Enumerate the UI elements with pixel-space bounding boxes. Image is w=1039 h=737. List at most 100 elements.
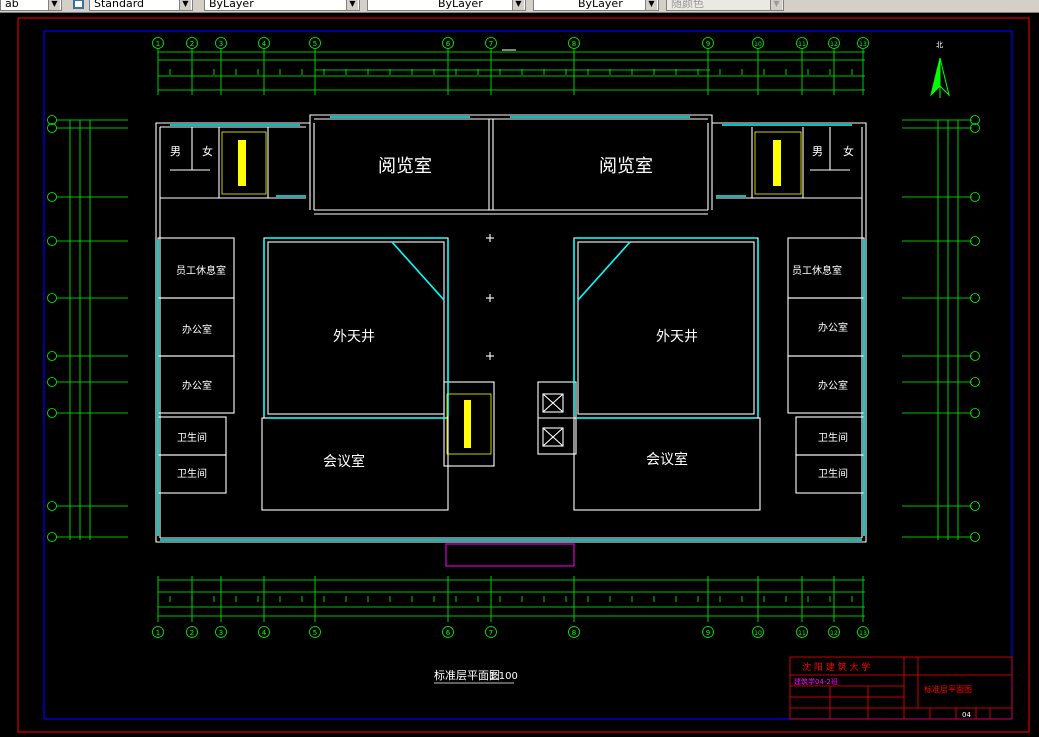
bottom-axis-label: 7 xyxy=(489,629,493,637)
top-axis-label: 4 xyxy=(262,40,267,48)
lineweight-combo[interactable]: ByLayer ▼ xyxy=(533,0,659,11)
top-axis-label: 6 xyxy=(446,40,451,48)
bottom-axis-bubble xyxy=(258,626,270,638)
properties-toolbar: ab ▼ Standard ▼ ByLayer ▼ ByLayer ▼ ByLa… xyxy=(0,0,1039,13)
top-axis-bubble xyxy=(857,37,869,49)
top-axis-bubble xyxy=(752,37,764,49)
axis-markers-left xyxy=(47,115,57,542)
text-style-combo[interactable]: ab ▼ xyxy=(0,0,62,11)
room-male-right: 男 xyxy=(812,145,823,158)
dim-style-value: Standard xyxy=(94,0,145,10)
top-axis-label: 13 xyxy=(859,41,867,48)
bottom-axis-bubble xyxy=(828,626,840,638)
top-axis-bubble xyxy=(186,37,198,49)
top-axis-bubble xyxy=(702,37,714,49)
top-axis-label: 7 xyxy=(489,40,493,48)
room-restroom-right-2: 卫生间 xyxy=(818,467,848,480)
bottom-axis-label: 12 xyxy=(830,630,838,637)
top-axis-bubble xyxy=(442,37,454,49)
plot-style-combo[interactable]: 随颜色 ▼ xyxy=(666,0,784,11)
dimension-style-icon[interactable] xyxy=(72,0,85,10)
bottom-axis-label: 13 xyxy=(859,630,867,637)
bottom-axis-label: 6 xyxy=(446,629,451,637)
bottom-axis-label: 8 xyxy=(572,629,576,637)
room-courtyard-left: 外天井 xyxy=(333,329,375,345)
top-axis-bubble xyxy=(152,37,164,49)
sheet-inner-frame xyxy=(43,30,1013,720)
bottom-axis-bubble xyxy=(857,626,869,638)
drawing-scale: 1:100 xyxy=(489,671,518,682)
north-label: 北 xyxy=(936,41,943,49)
top-axis-label: 1 xyxy=(156,40,160,48)
layer-value: ByLayer xyxy=(209,0,254,10)
chevron-down-icon[interactable]: ▼ xyxy=(346,0,358,10)
top-axis-label: 8 xyxy=(572,40,576,48)
room-female-right: 女 xyxy=(843,144,854,158)
top-axis-label: 3 xyxy=(219,40,223,48)
sheet-outer-frame xyxy=(17,17,1030,733)
room-meeting-left: 会议室 xyxy=(323,453,365,470)
bottom-axis-bubble xyxy=(796,626,808,638)
bottom-axis-bubble xyxy=(568,626,580,638)
bottom-axis-bubble xyxy=(702,626,714,638)
room-meeting-right: 会议室 xyxy=(646,451,688,468)
top-axis-bubble xyxy=(568,37,580,49)
bottom-axis-label: 10 xyxy=(754,630,762,637)
title-block xyxy=(789,656,1013,720)
chevron-down-icon[interactable]: ▼ xyxy=(48,0,60,10)
bottom-axis-label: 9 xyxy=(706,629,710,637)
room-staff-lounge-left: 员工休息室 xyxy=(176,264,226,277)
bottom-axis-label: 4 xyxy=(262,629,267,637)
layer-combo[interactable]: ByLayer ▼ xyxy=(204,0,360,11)
drawing-title: 标准层平面图 xyxy=(434,668,500,682)
room-office-left-2: 办公室 xyxy=(182,379,212,392)
top-axis-label: 10 xyxy=(754,41,762,48)
bottom-axis-label: 5 xyxy=(313,629,317,637)
title-block-school: 沈 阳 建 筑 大 学 xyxy=(802,661,870,673)
bottom-dimension-chains xyxy=(157,576,865,622)
linetype-value: ByLayer xyxy=(438,0,483,10)
room-reading-right: 阅览室 xyxy=(599,156,653,177)
chevron-down-icon[interactable]: ▼ xyxy=(770,0,782,10)
lineweight-value: ByLayer xyxy=(578,0,623,10)
bottom-axis-bubble xyxy=(215,626,227,638)
bottom-axis-label: 11 xyxy=(798,630,806,637)
right-dimension-chains xyxy=(902,119,972,540)
room-office-right-1: 办公室 xyxy=(818,321,848,334)
room-restroom-left-1: 卫生间 xyxy=(177,431,207,444)
chevron-down-icon[interactable]: ▼ xyxy=(512,0,524,10)
bottom-axis-bubble xyxy=(485,626,497,638)
top-axis-label: 9 xyxy=(706,40,710,48)
dim-style-combo[interactable]: Standard ▼ xyxy=(89,0,193,11)
room-reading-left: 阅览室 xyxy=(378,156,432,177)
title-block-class: 建筑学04-2班 xyxy=(794,677,838,686)
plot-style-value: 随颜色 xyxy=(671,0,704,10)
room-courtyard-right: 外天井 xyxy=(656,329,698,345)
room-restroom-right-1: 卫生间 xyxy=(818,431,848,444)
chevron-down-icon[interactable]: ▼ xyxy=(645,0,657,10)
linetype-combo[interactable]: ByLayer ▼ xyxy=(367,0,526,11)
top-axis-bubble xyxy=(485,37,497,49)
room-male-left: 男 xyxy=(170,145,181,158)
top-axis-bubble xyxy=(215,37,227,49)
top-axis-bubble xyxy=(796,37,808,49)
entrance-canopy xyxy=(445,543,575,567)
room-restroom-left-2: 卫生间 xyxy=(177,467,207,480)
room-female-left: 女 xyxy=(202,144,213,158)
bottom-axis-label: 2 xyxy=(190,629,194,637)
title-block-drawing-name: 标准层平面图 xyxy=(924,684,972,694)
bottom-axis-bubble xyxy=(152,626,164,638)
text-style-value: ab xyxy=(5,0,19,10)
axis-markers-right xyxy=(970,115,980,542)
bottom-axis-bubble xyxy=(442,626,454,638)
top-axis-label: 12 xyxy=(830,41,838,48)
top-axis-bubble xyxy=(828,37,840,49)
chevron-down-icon[interactable]: ▼ xyxy=(179,0,191,10)
bottom-axis-bubble xyxy=(752,626,764,638)
bottom-axis-bubble xyxy=(186,626,198,638)
room-office-left-1: 办公室 xyxy=(182,323,212,336)
top-axis-bubble xyxy=(309,37,321,49)
top-axis-label: 5 xyxy=(313,40,317,48)
